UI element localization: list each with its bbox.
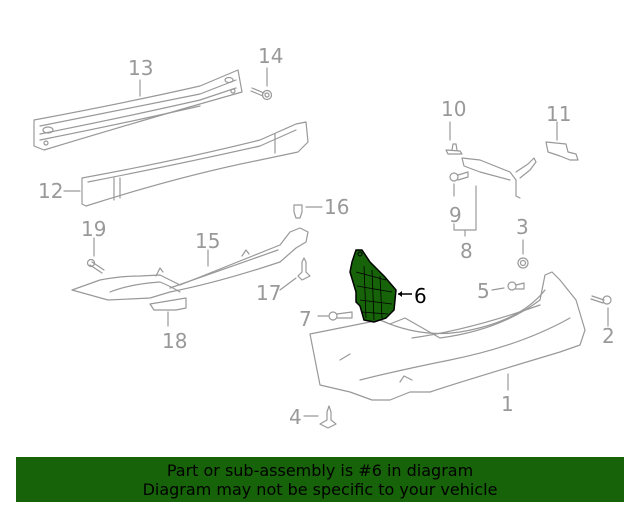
callout-12[interactable]: 12 <box>38 179 64 203</box>
callout-1[interactable]: 1 <box>501 392 514 416</box>
banner-line-1: Part or sub-assembly is #6 in diagram <box>166 460 474 480</box>
part-18-pad <box>149 297 187 311</box>
callout-7[interactable]: 7 <box>299 307 312 331</box>
callout-16[interactable]: 16 <box>324 195 350 219</box>
leader-arrows <box>63 67 609 417</box>
part-15-bracket <box>71 227 309 301</box>
callout-9[interactable]: 9 <box>449 203 462 227</box>
part-4-clip <box>319 405 337 429</box>
part-7-bolt <box>328 311 353 321</box>
part-5-clip <box>507 281 525 291</box>
callout-18[interactable]: 18 <box>162 329 188 353</box>
callout-19[interactable]: 19 <box>81 217 107 241</box>
part-1-bumper-cover <box>309 271 586 401</box>
callout-5[interactable]: 5 <box>477 279 490 303</box>
part-6-highlighted-bracket <box>349 249 412 323</box>
part-8-side-bracket <box>461 157 537 199</box>
callout-15[interactable]: 15 <box>195 229 221 253</box>
callout-2[interactable]: 2 <box>602 324 615 348</box>
banner-line-2: Diagram may not be specific to your vehi… <box>142 479 498 499</box>
part-17-clip <box>297 257 311 281</box>
callout-3[interactable]: 3 <box>516 215 529 239</box>
callout-17[interactable]: 17 <box>256 281 282 305</box>
callout-10[interactable]: 10 <box>441 97 467 121</box>
part-9-bolt <box>449 171 469 182</box>
part-3-nut <box>517 257 529 269</box>
part-11-connector <box>545 141 579 161</box>
callout-13[interactable]: 13 <box>128 56 154 80</box>
callout-8[interactable]: 8 <box>460 239 473 263</box>
part-10-nut <box>445 143 463 155</box>
part-13-reinforcement <box>33 69 243 151</box>
part-12-absorber <box>81 121 309 207</box>
part-info-banner: Part or sub-assembly is #6 in diagram Di… <box>16 457 624 502</box>
part-19-bolt <box>86 258 105 274</box>
callout-4[interactable]: 4 <box>289 405 302 429</box>
callout-14[interactable]: 14 <box>258 44 284 68</box>
part-2-bolt <box>590 295 612 305</box>
part-14-bolt <box>250 87 273 101</box>
callout-6[interactable]: 6 <box>414 284 427 308</box>
callout-11[interactable]: 11 <box>546 102 572 126</box>
part-16-clip <box>293 204 303 219</box>
